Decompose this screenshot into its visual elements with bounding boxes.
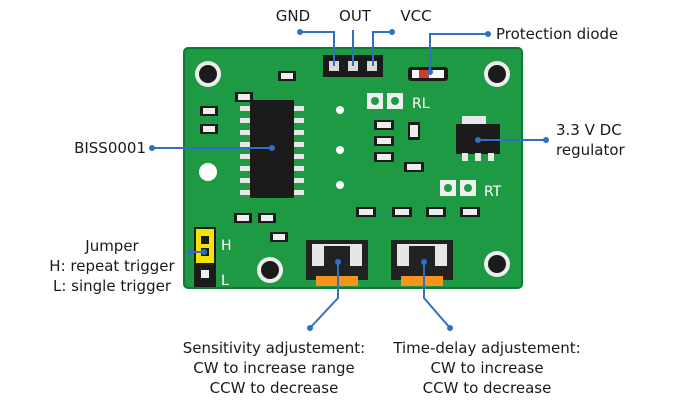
via	[336, 146, 344, 154]
leader-dots	[149, 29, 549, 331]
via	[336, 106, 344, 114]
jumper-label-line2: H: repeat trigger	[49, 257, 175, 275]
sensitivity-label-line3: CCW to decrease	[209, 379, 339, 397]
jumper-label-line1: Jumper	[85, 237, 139, 255]
via	[199, 163, 217, 181]
jumper-l-label: L	[221, 273, 229, 289]
sensitivity-leader	[309, 262, 339, 329]
timedelay-label-line2: CW to increase	[430, 359, 544, 377]
gnd-label: GND	[275, 7, 311, 25]
jumper-block	[194, 227, 216, 287]
timedelay-label-line1: Time-delay adjustement:	[393, 339, 581, 357]
timedelay-leader	[423, 262, 451, 329]
rl-label: RL	[412, 96, 430, 112]
leader-lines	[152, 30, 546, 329]
vcc-label: VCC	[400, 7, 432, 25]
regulator-label-line1: 3.3 V DC	[556, 121, 622, 139]
gnd-leader	[300, 31, 335, 66]
sensitivity-label-line1: Sensitivity adjustement:	[182, 339, 366, 357]
rt-pads	[440, 180, 476, 196]
jumper-label-line3: L: single trigger	[52, 277, 172, 295]
vcc-leader	[372, 31, 392, 66]
regulator-label-line2: regulator	[556, 141, 625, 159]
mounting-hole-top-right	[484, 61, 510, 87]
out-label: OUT	[339, 7, 371, 25]
jumper-h-label: H	[221, 238, 232, 254]
timedelay-label-line3: CCW to decrease	[422, 379, 552, 397]
biss0001-label: BISS0001	[74, 139, 146, 157]
protection-diode-label: Protection diode	[496, 25, 619, 43]
rl-pads	[367, 93, 403, 109]
mounting-hole-bottom-right	[484, 251, 510, 277]
rt-label: RT	[484, 184, 502, 200]
via	[336, 181, 344, 189]
diode-leader	[429, 33, 488, 72]
sensitivity-label-line2: CW to increase range	[193, 359, 355, 377]
mounting-hole-bottom-left	[257, 257, 283, 283]
mounting-hole-top-left	[195, 61, 221, 87]
smd-components	[200, 71, 480, 242]
